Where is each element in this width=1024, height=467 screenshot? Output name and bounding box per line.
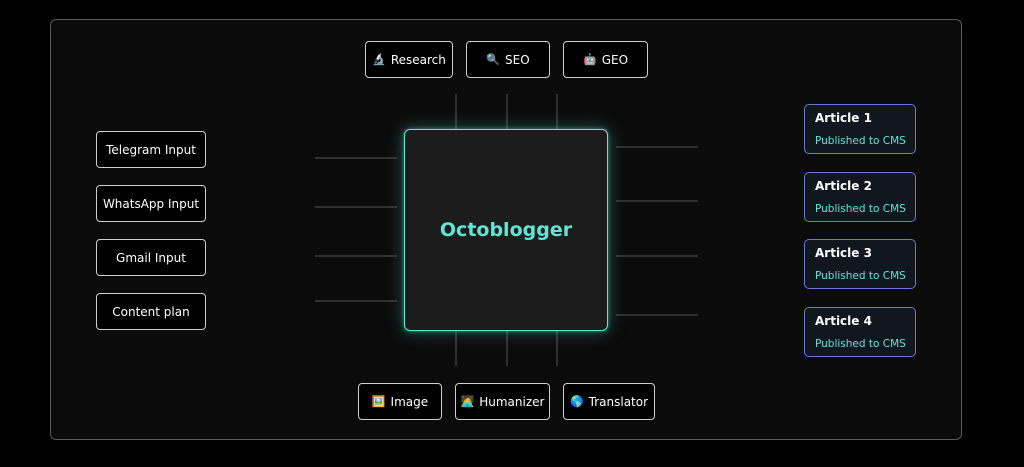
tool-translator: 🌎 Translator bbox=[563, 383, 655, 420]
article-title: Article 4 bbox=[815, 314, 872, 328]
input-label: Telegram Input bbox=[106, 142, 196, 157]
article-status: Published to CMS bbox=[815, 135, 906, 147]
microscope-icon: 🔬 bbox=[372, 53, 386, 66]
tool-label: GEO bbox=[601, 52, 629, 67]
input-label: WhatsApp Input bbox=[102, 196, 200, 211]
article-card-4: Article 4 Published to CMS bbox=[804, 307, 916, 357]
tool-label: SEO bbox=[505, 52, 530, 67]
article-title: Article 1 bbox=[815, 111, 872, 125]
tool-seo: 🔍 SEO bbox=[466, 41, 550, 78]
article-status: Published to CMS bbox=[815, 203, 906, 215]
tool-label: Translator bbox=[588, 394, 649, 409]
tool-image: 🖼️ Image bbox=[358, 383, 442, 420]
robot-icon: 🤖 bbox=[582, 53, 597, 66]
input-telegram: Telegram Input bbox=[96, 131, 206, 168]
magnifier-icon: 🔍 bbox=[486, 53, 501, 66]
input-gmail: Gmail Input bbox=[96, 239, 206, 276]
article-title: Article 3 bbox=[815, 246, 872, 260]
input-content-plan: Content plan bbox=[96, 293, 206, 330]
tool-geo: 🤖 GEO bbox=[563, 41, 648, 78]
tool-label: Image bbox=[390, 394, 429, 409]
article-card-1: Article 1 Published to CMS bbox=[804, 104, 916, 154]
article-card-3: Article 3 Published to CMS bbox=[804, 239, 916, 289]
input-label: Gmail Input bbox=[116, 250, 186, 265]
tool-label: Research bbox=[390, 52, 446, 67]
article-status: Published to CMS bbox=[815, 338, 906, 350]
octoblogger-core: Octoblogger bbox=[404, 129, 608, 331]
tool-research: 🔬 Research bbox=[365, 41, 453, 78]
tool-humanizer: 🧑‍💻 Humanizer bbox=[455, 383, 550, 420]
core-title: Octoblogger bbox=[439, 219, 573, 241]
picture-icon: 🖼️ bbox=[371, 395, 386, 408]
tool-label: Humanizer bbox=[479, 394, 545, 409]
article-title: Article 2 bbox=[815, 179, 872, 193]
globe-icon: 🌎 bbox=[569, 395, 584, 408]
article-status: Published to CMS bbox=[815, 270, 906, 282]
article-card-2: Article 2 Published to CMS bbox=[804, 172, 916, 222]
input-whatsapp: WhatsApp Input bbox=[96, 185, 206, 222]
input-label: Content plan bbox=[112, 304, 190, 319]
person-laptop-icon: 🧑‍💻 bbox=[460, 395, 475, 408]
